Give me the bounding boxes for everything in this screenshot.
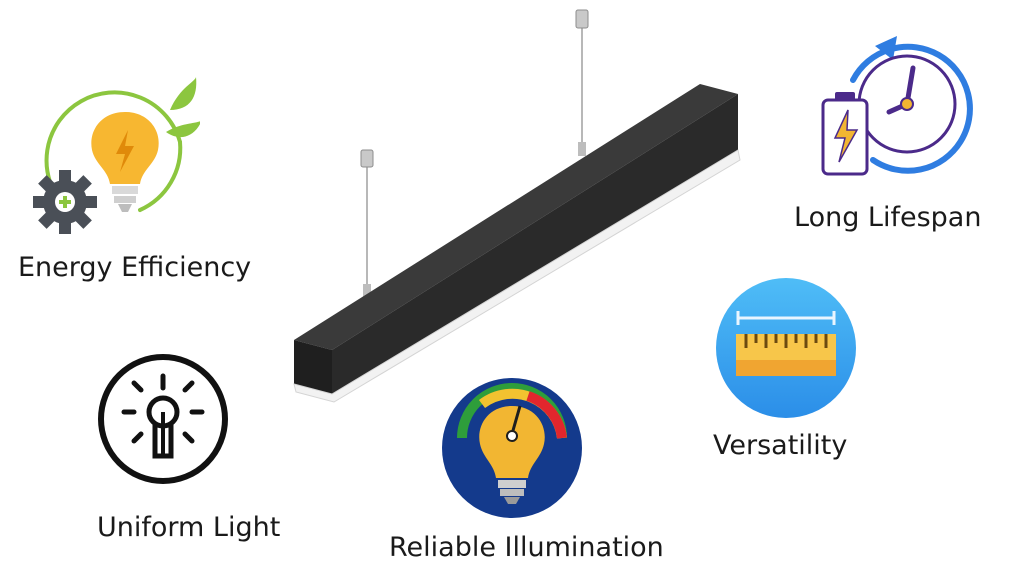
battery-clock-icon [821,36,973,176]
versatility-label: Versatility [713,430,848,461]
ruler-icon [716,278,856,418]
reliable-illumination-label: Reliable Illumination [389,532,664,563]
long-lifespan-label: Long Lifespan [794,202,982,233]
bulb-gauge-icon [442,378,582,518]
uniform-light-label: Uniform Light [97,512,281,543]
linear-pendant-light-icon [293,9,741,403]
bulb-leaf-gear-icon [33,77,200,234]
lightbulb-rays-icon [98,354,228,484]
energy-efficiency-label: Energy Efficiency [18,252,252,283]
